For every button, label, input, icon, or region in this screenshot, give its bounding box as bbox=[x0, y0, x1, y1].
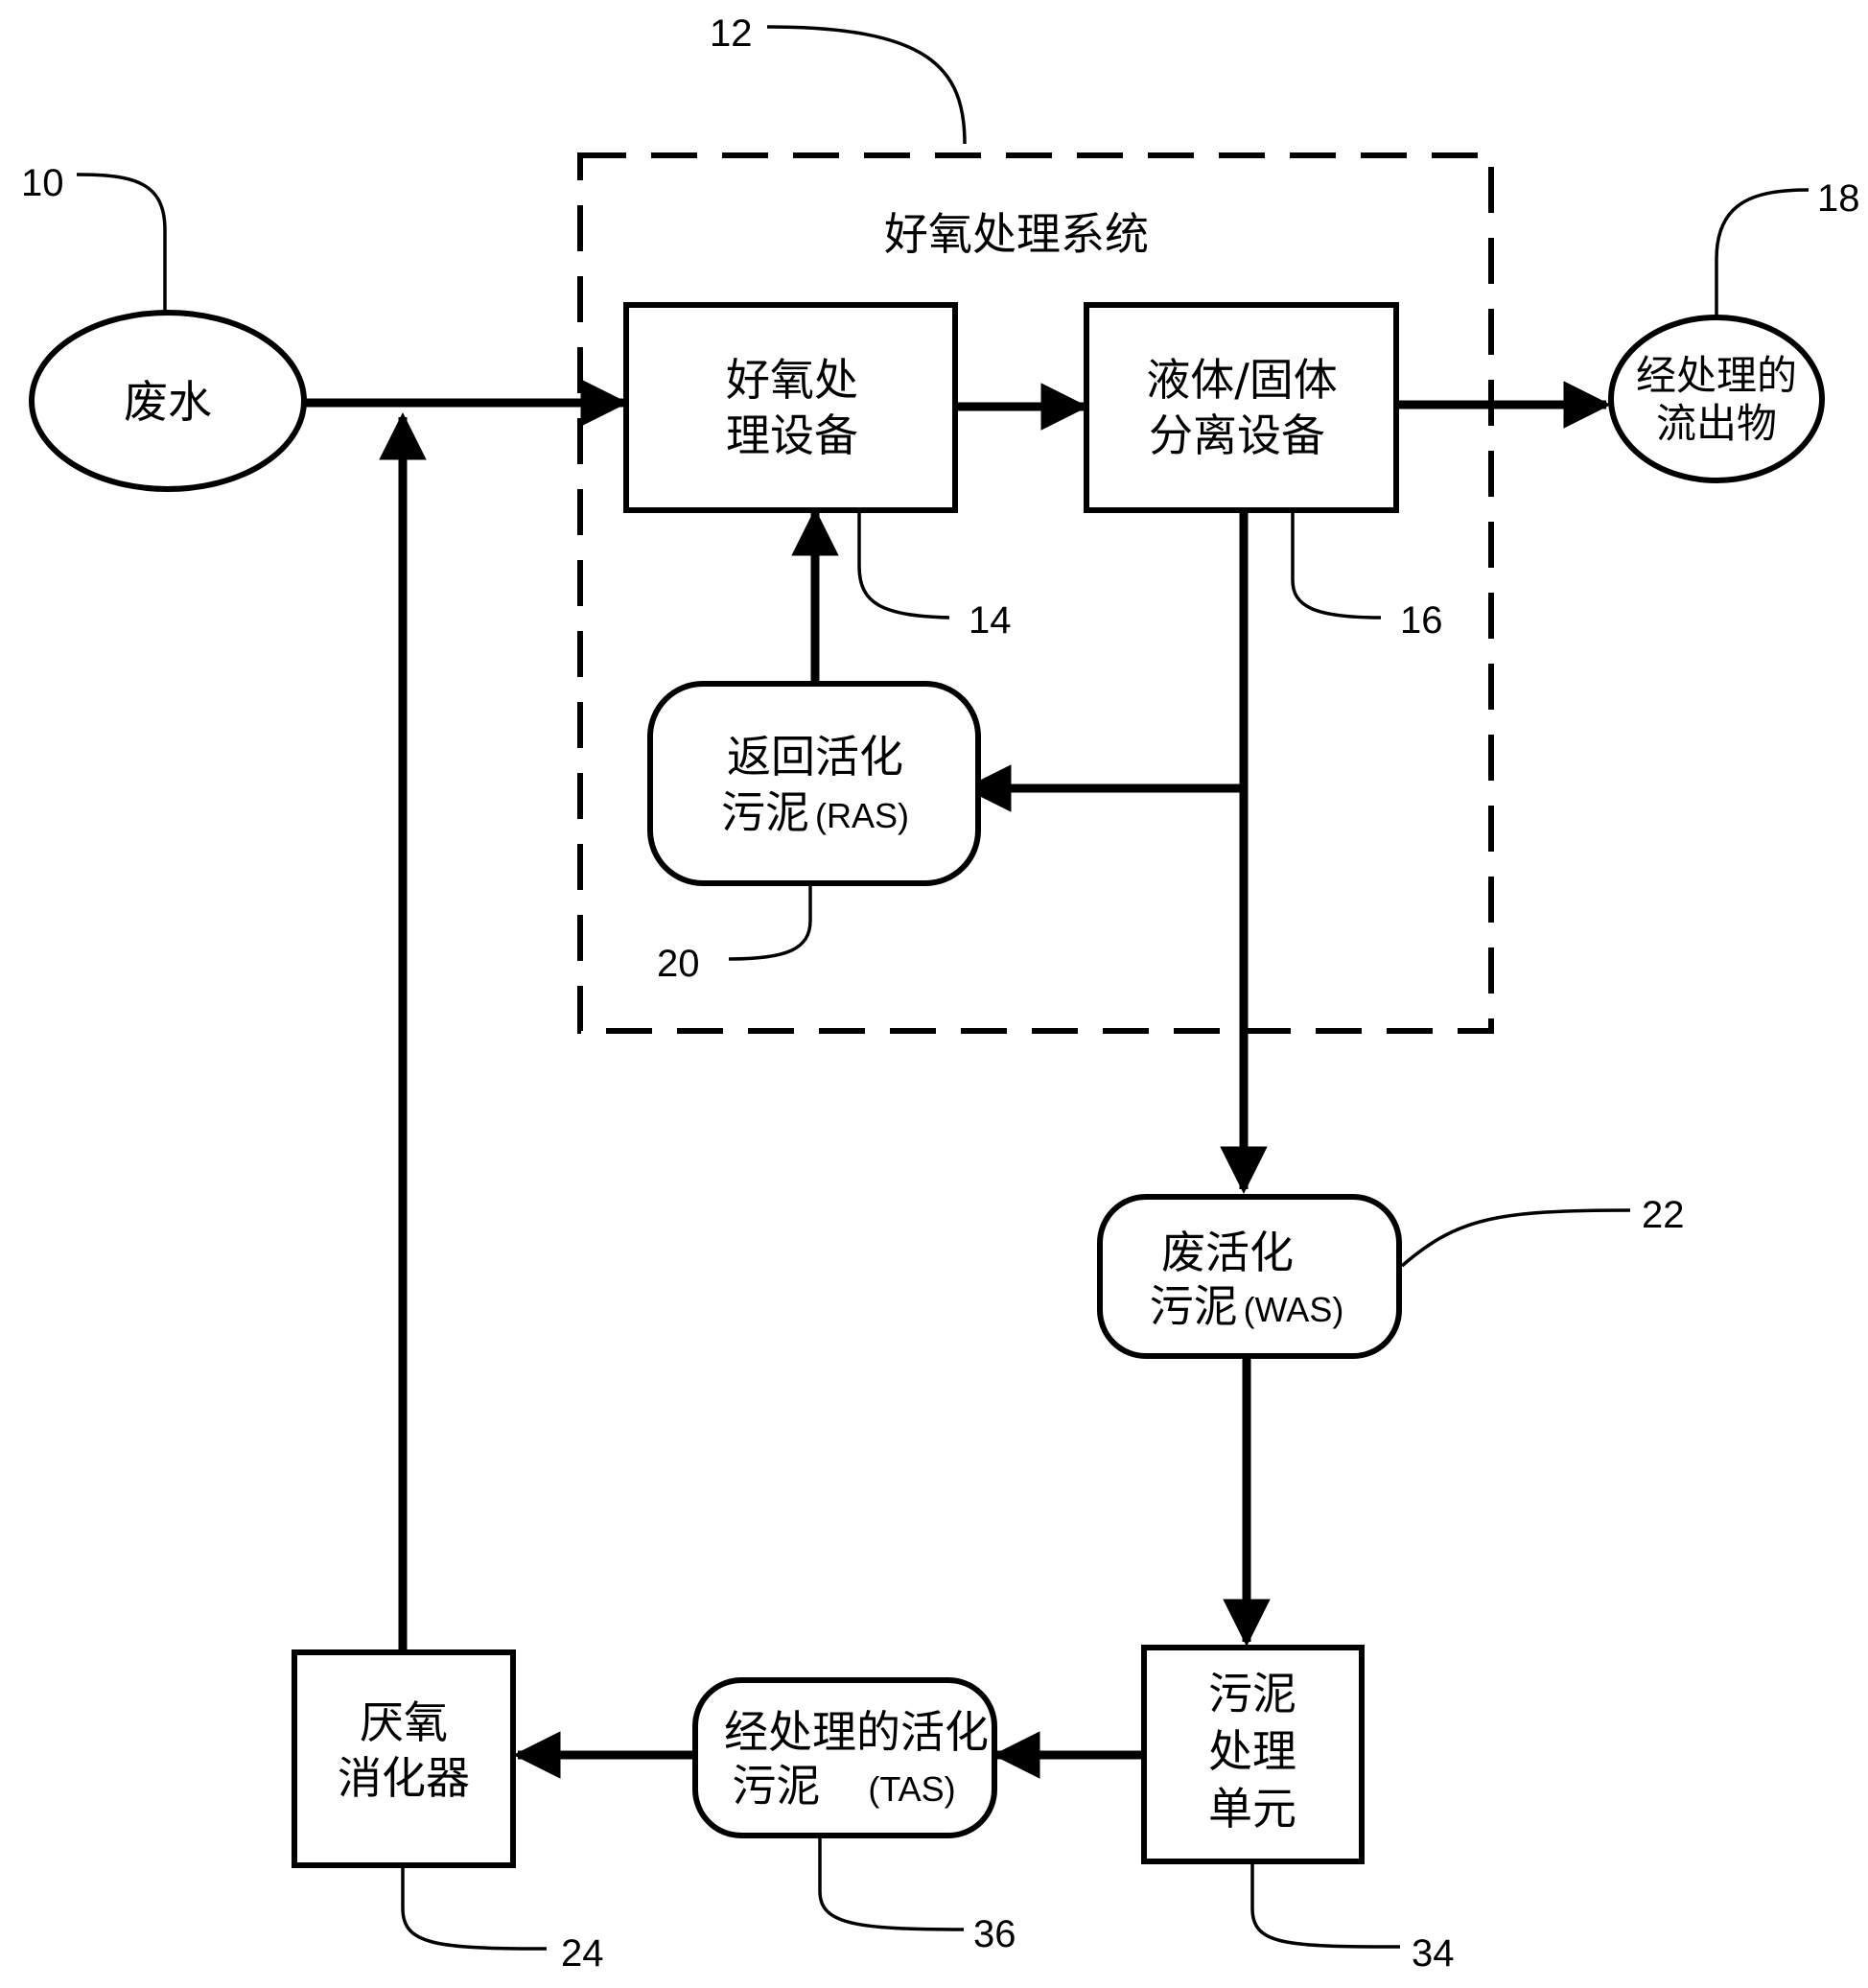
tas-line2: 污泥(TAS) bbox=[732, 1760, 955, 1812]
ref-34: 34 bbox=[1412, 1932, 1455, 1975]
effluent-node bbox=[1608, 315, 1825, 483]
leader-12 bbox=[766, 25, 967, 145]
was-line2: 污泥(WAS) bbox=[1150, 1280, 1344, 1332]
digester-box bbox=[292, 1649, 516, 1868]
leader-18 bbox=[1715, 188, 1810, 317]
tas-line1: 经处理的活化 bbox=[724, 1706, 989, 1758]
tas-box bbox=[692, 1677, 997, 1838]
leader-36 bbox=[818, 1838, 965, 1931]
wastewater-label: 废水 bbox=[124, 376, 212, 428]
aerobic-system-title: 好氧处理系统 bbox=[884, 208, 1149, 260]
leader-20 bbox=[728, 886, 812, 961]
aerobic-equipment-line2: 理设备 bbox=[726, 409, 858, 461]
leader-24 bbox=[401, 1868, 548, 1951]
separation-box bbox=[1084, 302, 1399, 513]
separation-line1: 液体/固体 bbox=[1146, 354, 1338, 406]
ref-24: 24 bbox=[561, 1932, 604, 1975]
wastewater-node bbox=[29, 310, 307, 492]
treatment-unit-line1: 污泥 bbox=[1208, 1668, 1296, 1719]
effluent-line2: 流出物 bbox=[1656, 400, 1777, 447]
ref-14: 14 bbox=[969, 599, 1012, 642]
ref-36: 36 bbox=[973, 1913, 1016, 1955]
ref-12: 12 bbox=[710, 12, 753, 55]
was-line1: 废活化 bbox=[1161, 1227, 1294, 1278]
ref-18: 18 bbox=[1817, 177, 1860, 220]
ref-22: 22 bbox=[1642, 1194, 1685, 1236]
was-box bbox=[1097, 1194, 1402, 1359]
ras-box bbox=[647, 681, 981, 886]
leader-10 bbox=[76, 173, 167, 313]
aerobic-equipment-box bbox=[623, 302, 958, 513]
leader-22 bbox=[1400, 1208, 1631, 1268]
ref-20: 20 bbox=[657, 943, 700, 985]
effluent-line1: 经处理的 bbox=[1636, 352, 1797, 399]
ras-line2: 污泥(RAS) bbox=[721, 786, 909, 838]
separation-line2: 分离设备 bbox=[1149, 409, 1325, 461]
digester-line1: 厌氧 bbox=[360, 1696, 448, 1748]
treatment-unit-line3: 单元 bbox=[1208, 1783, 1296, 1835]
aerobic-system-boundary bbox=[577, 152, 1494, 1034]
ref-16: 16 bbox=[1400, 599, 1443, 642]
leader-16 bbox=[1291, 513, 1382, 620]
leader-14 bbox=[857, 513, 950, 620]
aerobic-equipment-line1: 好氧处 bbox=[726, 354, 858, 406]
treatment-unit-line2: 处理 bbox=[1208, 1725, 1296, 1777]
leader-34 bbox=[1250, 1864, 1401, 1949]
ras-line1: 返回活化 bbox=[727, 731, 903, 783]
treatment-unit-box bbox=[1141, 1645, 1365, 1864]
ref-10: 10 bbox=[21, 162, 64, 204]
digester-line2: 消化器 bbox=[338, 1752, 470, 1804]
